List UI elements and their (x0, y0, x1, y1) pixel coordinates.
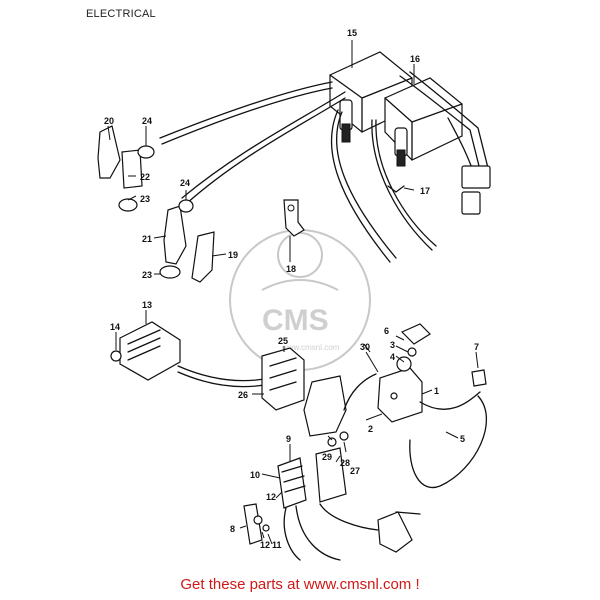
callout-16: 16 (410, 54, 420, 64)
callout-12: 12 (260, 540, 270, 550)
callout-24-upper: 24 (142, 116, 152, 126)
coil-wire-harness (387, 71, 491, 215)
starter-relay (343, 323, 488, 489)
watermark-text: CMS (262, 304, 329, 337)
callout-13: 13 (142, 300, 152, 310)
callout-14: 14 (110, 322, 120, 332)
coil-bracket (283, 199, 305, 237)
callout-10: 10 (250, 470, 260, 480)
callout-15: 15 (347, 28, 357, 38)
callout-1: 1 (434, 386, 439, 396)
callout-2: 2 (368, 424, 373, 434)
callout-23-upper: 23 (140, 194, 150, 204)
watermark-subtext: www.cmsnl.com (281, 343, 340, 352)
leader-lines (107, 40, 479, 545)
footer-link[interactable]: Get these parts at www.cmsnl.com ! (180, 576, 420, 593)
callout-7: 7 (474, 342, 479, 352)
callout-27: 27 (350, 466, 360, 476)
callout-9: 9 (286, 434, 291, 444)
callout-30: 30 (360, 342, 370, 352)
cms-watermark: CMS www.cmsnl.com (229, 229, 371, 371)
page-title: ELECTRICAL (86, 8, 156, 20)
junction-block (243, 431, 421, 561)
callout-28: 28 (340, 458, 350, 468)
callout-5: 5 (460, 434, 465, 444)
callout-labels: 15 16 20 24 22 23 24 17 21 19 18 23 13 1… (104, 28, 479, 550)
callout-22: 22 (140, 172, 150, 182)
callout-18: 18 (286, 264, 296, 274)
callout-29: 29 (322, 452, 332, 462)
callout-11: 11 (272, 540, 282, 550)
callout-6: 6 (384, 326, 389, 336)
spark-plug-caps (97, 125, 215, 283)
callout-21: 21 (142, 234, 152, 244)
callout-8: 8 (230, 524, 235, 534)
callout-24-lower: 24 (180, 178, 190, 188)
callout-23-lower: 23 (142, 270, 152, 280)
callout-25: 25 (278, 336, 288, 346)
regulator-rectifier (110, 321, 271, 388)
callout-20: 20 (104, 116, 114, 126)
callout-12-upper: 12 (266, 492, 276, 502)
high-tension-leads (159, 81, 437, 263)
callout-26: 26 (238, 390, 248, 400)
callout-17: 17 (420, 186, 430, 196)
callout-3: 3 (390, 340, 395, 350)
callout-19: 19 (228, 250, 238, 260)
callout-4: 4 (390, 352, 395, 362)
fuse-box (261, 347, 347, 437)
